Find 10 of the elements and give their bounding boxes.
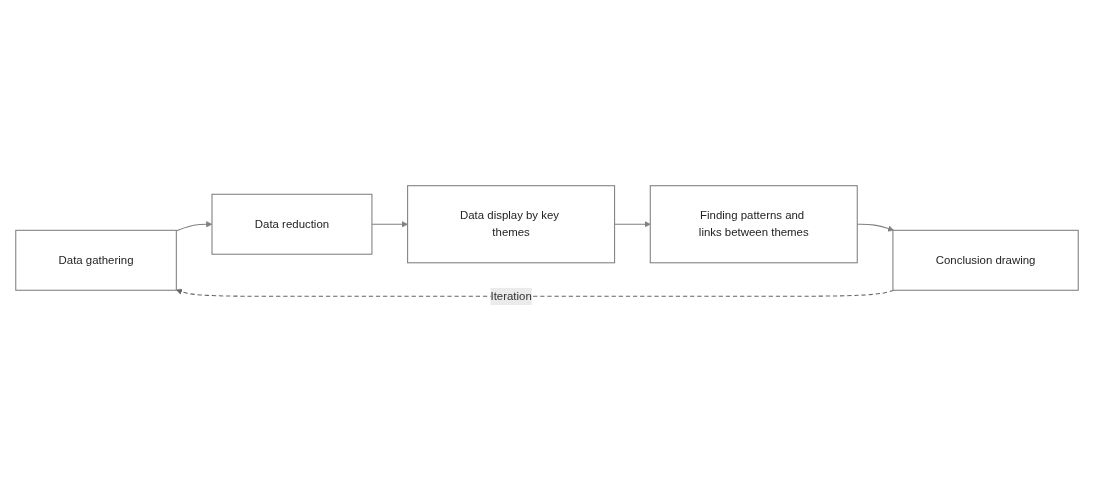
arrow bbox=[614, 221, 651, 228]
arrow bbox=[176, 288, 895, 298]
arrow bbox=[175, 221, 213, 232]
node-box: Data gathering bbox=[15, 229, 177, 291]
edge-label: Iteration bbox=[490, 290, 532, 303]
node-box: Data display by key themes bbox=[407, 185, 616, 264]
node-box: Finding patterns and links between themes bbox=[649, 185, 858, 264]
node-box: Conclusion drawing bbox=[892, 229, 1079, 291]
node-box: Data reduction bbox=[211, 193, 373, 255]
arrow bbox=[371, 221, 408, 228]
